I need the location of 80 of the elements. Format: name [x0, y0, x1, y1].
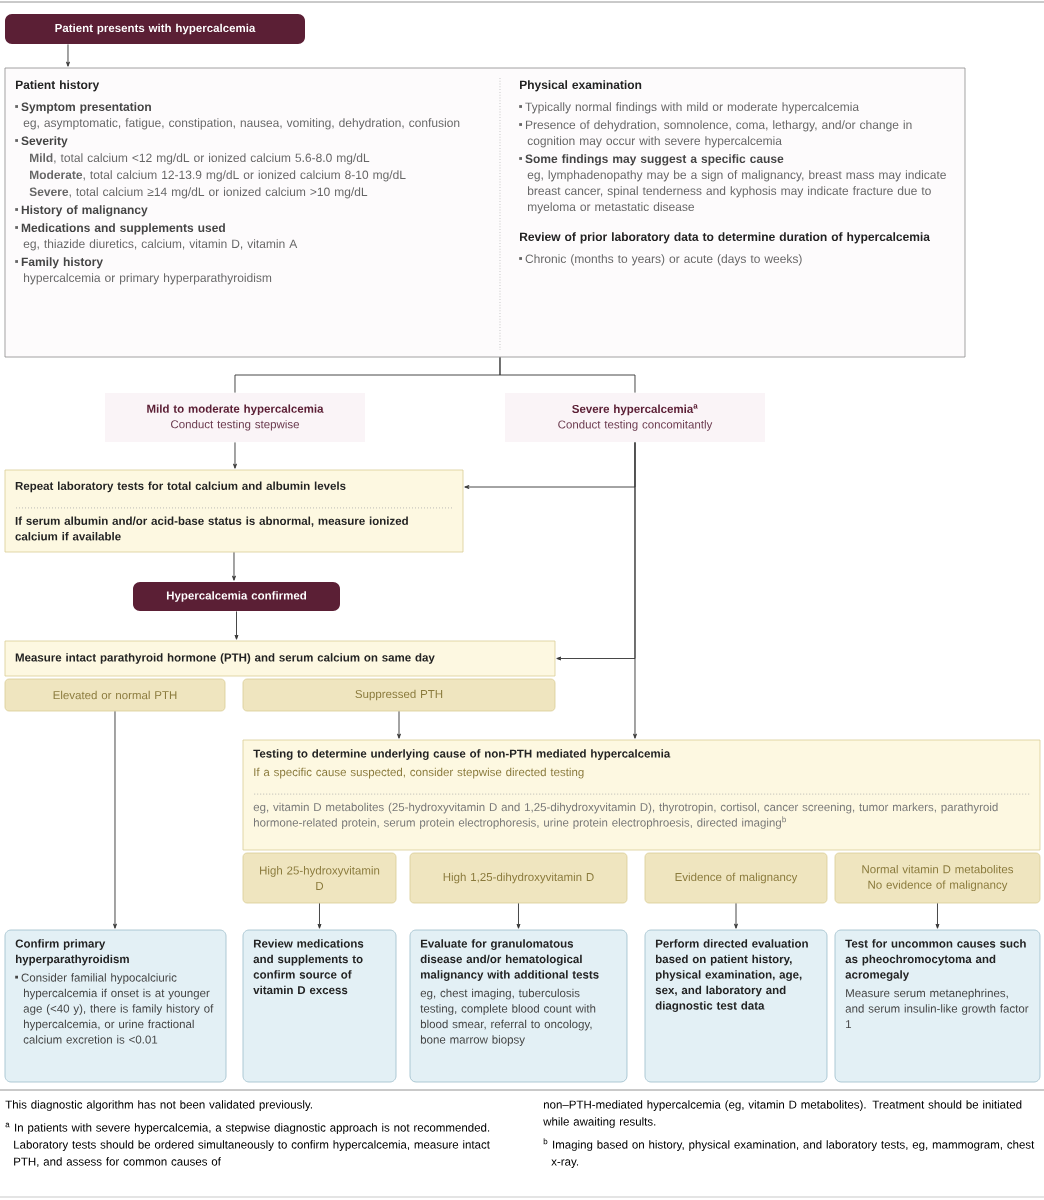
- item-text: Severe, total calcium ≥14 mg/dL or ionized calcium >10 mg/dL: [29, 187, 368, 199]
- heading-text: Repeat laboratory tests for total calcium and albumin levels: [15, 481, 346, 493]
- item-heading: Symptom presentation: [21, 102, 151, 114]
- arrow: [734, 902, 738, 929]
- arrow: [633, 441, 637, 739]
- result-tab: [409, 852, 628, 904]
- category-box: [505, 393, 765, 442]
- arrow: [113, 710, 117, 929]
- body-text: If a specific cause suspected, consider stepwise directed testing: [254, 767, 584, 779]
- action-box: [409, 929, 628, 1083]
- result-tab: [834, 852, 1041, 904]
- heading-text: Test for uncommon causes such as pheochromocytoma and acromegaly: [845, 939, 1026, 981]
- result-text: Elevated or normal PTH: [53, 690, 177, 700]
- heading-text: Evaluate for granulomatous disease and/or hematological malignancy with additional tests: [420, 939, 599, 981]
- arrow: [317, 902, 322, 929]
- heading-text: Review medications and supplements to confirm source of vitamin D excess: [253, 939, 364, 995]
- item-text: Typically normal findings with mild or moderate hypercalcemia: [525, 102, 860, 114]
- heading-text: Perform directed evaluation based on patient history, physical examination, age, sex, and laboratory and diagnostic test data: [655, 939, 808, 1012]
- section-heading: Review of prior laboratory data to determine duration of hypercalcemia: [520, 232, 930, 244]
- category-box: [105, 393, 365, 442]
- result-text: High 25-hydroxyvitamin D: [260, 866, 380, 890]
- process-box: [4, 469, 464, 553]
- result-text: High 1,25-dihydroxyvitamin D: [443, 872, 594, 884]
- body-text: Conduct testing concomitantly: [558, 420, 713, 431]
- action-box: [242, 929, 397, 1083]
- section-heading: Patient history: [16, 80, 100, 92]
- section-heading: Physical examination: [520, 80, 642, 92]
- footnote: $^{b}$ Imaging based on history, physical examination, and laboratory tests, eg, mammogram, chest x-ray.: [543, 1138, 1035, 1168]
- arrow: [232, 551, 236, 581]
- status-box: [5, 14, 305, 44]
- item-text: eg, thiazide diuretics, calcium, vitamin D, vitamin A: [23, 239, 298, 251]
- item-text: eg, lymphadenopathy may be a sign of malignancy, breast mass may indicate breast cancer, spinal tenderness and kyphosis may indicate fracture due to myeloma or metastatic disease: [527, 170, 946, 214]
- body-text: Consider familial hypocalciuric hypercalcemia if onset is at younger age (<40 y), there is family history of hypercalcemia, or urine fractional calcium excretion is <0.01: [21, 973, 214, 1044]
- result-text: Evidence of malignancy: [675, 872, 798, 884]
- arrow: [516, 902, 521, 929]
- status-box: [133, 582, 340, 611]
- arrow: [234, 610, 239, 640]
- item-heading: Severity: [21, 136, 68, 148]
- heading-text: Hypercalcemia confirmed: [166, 591, 306, 602]
- action-box: [834, 929, 1041, 1083]
- testing-box: [242, 739, 1041, 851]
- arrow: [397, 710, 401, 739]
- heading-text: Measure intact parathyroid hormone (PTH) and serum calcium on same day: [15, 653, 435, 664]
- result-tab: [4, 678, 226, 712]
- item-text: Moderate, total calcium 12-13.9 mg/dL or ionized calcium 8-10 mg/dL: [30, 170, 406, 182]
- footnote: $^{a}$ In patients with severe hypercalcemia, a stepwise diagnostic approach is not recommended. Laboratory tests should be ordered simultaneously to confirm hypercalcemia, measure intact PTH, and assess for common causes of: [5, 1122, 490, 1167]
- body-text: If serum albumin and/or acid-base status is abnormal, measure ionized calcium if available: [15, 516, 408, 541]
- heading-text: Confirm primary hyperparathyroidism: [15, 939, 129, 966]
- body-text: Conduct testing stepwise: [171, 419, 299, 431]
- item-heading: Family history: [21, 257, 103, 269]
- arrow: [66, 43, 70, 67]
- heading-text: Severe hypercalcemia$^{a}$: [572, 404, 698, 416]
- item-heading: Medications and supplements used: [21, 223, 225, 235]
- result-text: No evidence of malignancy: [868, 880, 1008, 892]
- result-tab: [644, 852, 828, 904]
- history-panel: [4, 67, 966, 358]
- result-text: Suppressed PTH: [355, 689, 443, 701]
- heading-text: Testing to determine underlying cause of non-PTH mediated hypercalcemia: [253, 749, 671, 760]
- body-text: Measure serum metanephrines, and serum insulin-like growth factor 1: [845, 988, 1029, 1029]
- arrow: [233, 441, 237, 469]
- item-text: hypercalcemia or primary hyperparathyroidism: [24, 273, 272, 285]
- item-text: eg, asymptomatic, fatigue, constipation, nausea, vomiting, dehydration, confusion: [23, 118, 460, 130]
- action-box: [4, 929, 227, 1083]
- body-text: eg, chest imaging, tuberculosis testing, complete blood count with blood smear, referral to oncology, bone marrow biopsy: [420, 988, 596, 1046]
- item-heading: Some findings may suggest a specific cause: [525, 154, 784, 166]
- item-text: Chronic (months to years) or acute (days to weeks): [525, 254, 802, 266]
- result-tab: [242, 852, 397, 904]
- item-heading: History of malignancy: [21, 205, 148, 217]
- heading-text: Mild to moderate hypercalcemia: [147, 404, 324, 416]
- body-text: eg, vitamin D metabolites (25-hydroxyvitamin D and 1,25-dihydroxyvitamin D), thyrotropin, cortisol, cancer screening, tumor markers, parathyroid hormone-related protein, serum protein electrophoresis, urine protein electrophroesis, directed imaging$^{b}$: [253, 802, 998, 829]
- action-box: [644, 929, 828, 1083]
- footnote: non–PTH-mediated hypercalcemia (eg, vitamin D metabolites). Treatment should be initiated while awaiting results.: [543, 1100, 1022, 1128]
- item-text: Mild, total calcium <12 mg/dL or ionized calcium 5.6-8.0 mg/dL: [30, 153, 370, 165]
- result-text: Normal vitamin D metabolites: [862, 864, 1014, 874]
- heading-text: Patient presents with hypercalcemia: [55, 23, 256, 35]
- result-tab: [242, 678, 556, 712]
- note-text: This diagnostic algorithm has not been validated previously.: [5, 1100, 312, 1111]
- arrow: [935, 902, 940, 929]
- process-box: [4, 640, 556, 677]
- item-text: Presence of dehydration, somnolence, coma, lethargy, and/or change in cognition may occur with severe hypercalcemia: [526, 120, 912, 148]
